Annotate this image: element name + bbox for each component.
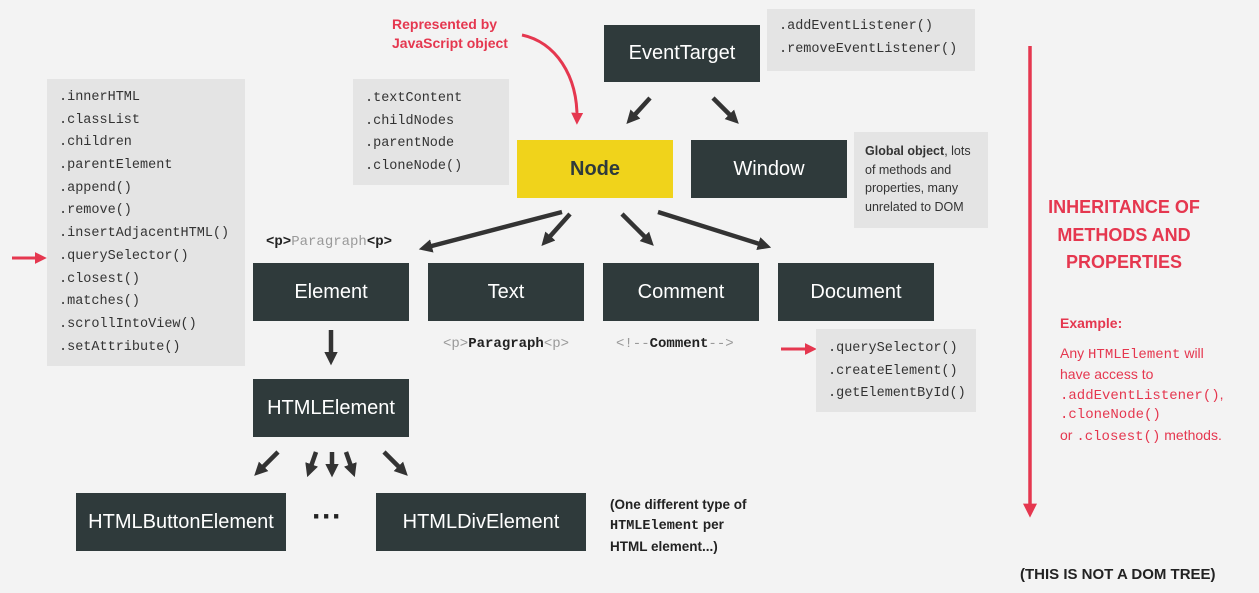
document-box: Document	[778, 263, 934, 321]
node-methods-panel: .textContent .childNodes .parentNode .cl…	[353, 79, 509, 185]
htmlelement-box: HTMLElement	[253, 379, 409, 437]
document-methods-panel: .querySelector() .createElement() .getEl…	[816, 329, 976, 412]
comment-html-example: <!--Comment-->	[616, 336, 734, 352]
element-box: Element	[253, 263, 409, 321]
represented-by-note: Represented by JavaScript object	[392, 15, 508, 53]
example-tag: <!--	[616, 336, 650, 352]
window-box: Window	[691, 140, 847, 198]
inheritance-title-line: PROPERTIES	[1065, 252, 1183, 272]
text-html-example: <p>Paragraph<p>	[443, 336, 569, 352]
represented-by-line: JavaScript object	[392, 35, 508, 51]
example-text: have access to	[1060, 366, 1154, 382]
arrow-node-document	[657, 209, 772, 251]
method-item: .matches()	[59, 294, 141, 310]
represented-by-line: Represented by	[392, 16, 498, 32]
htmlelement-note-line: per	[699, 517, 724, 532]
example-text: Paragraph	[468, 336, 544, 352]
window-note-text: of methods and	[865, 162, 952, 177]
method-item: .innerHTML	[59, 90, 141, 105]
inheritance-title-line: METHODS AND	[1057, 224, 1191, 245]
arrow-htmlelement-div	[382, 450, 408, 476]
window-note-bold: Global object	[865, 144, 945, 158]
method-item: .cloneNode()	[365, 159, 463, 175]
arrow-node-text	[541, 212, 572, 247]
arrow-node-comment	[620, 212, 654, 246]
eventtarget-box: EventTarget	[604, 25, 760, 82]
text-box: Text	[428, 263, 584, 321]
example-text: Paragraph	[291, 234, 367, 250]
method-item: .createElement()	[828, 363, 958, 379]
htmlelement-note-code: HTMLElement	[610, 519, 700, 534]
example-text: will	[1180, 344, 1204, 361]
method-item: .remove()	[59, 203, 132, 219]
example-code: .cloneNode()	[1060, 407, 1161, 423]
example-tag: <p>	[543, 336, 570, 352]
arrow-htmlelement-sub3	[343, 451, 357, 478]
arrow-htmlelement-sub1	[305, 451, 319, 478]
arrow-represented-by	[521, 33, 584, 125]
example-block: Example: Any HTMLElement will have acces…	[1060, 314, 1224, 447]
method-item: .removeEventListener()	[779, 41, 958, 57]
arrow-eventtarget-window	[711, 96, 739, 124]
method-item: .childNodes	[365, 113, 455, 129]
example-tag: <p>	[266, 234, 292, 250]
not-dom-tree-note: (THIS IS NOT A DOM TREE)	[1020, 566, 1216, 583]
example-code: .closest()	[1076, 428, 1161, 445]
node-box: Node	[517, 140, 673, 198]
method-item: .scrollIntoView()	[59, 316, 197, 332]
method-item: .querySelector()	[828, 341, 958, 356]
htmldivelement-box: HTMLDivElement	[376, 493, 586, 551]
method-item: .append()	[59, 180, 132, 196]
window-note-panel: Global object, lots of methods and prope…	[854, 132, 988, 228]
example-tag: -->	[708, 336, 734, 352]
example-text: methods.	[1160, 426, 1222, 443]
htmlbuttonelement-box: HTMLButtonElement	[76, 493, 286, 551]
method-item: .closest()	[59, 271, 141, 287]
arrow-eventtarget-node	[626, 96, 652, 124]
ellipsis: ···	[312, 500, 342, 533]
example-text: or	[1060, 426, 1077, 443]
example-text: ,	[1219, 385, 1224, 402]
example-tag: <p>	[366, 234, 393, 250]
arrow-node-element	[418, 209, 563, 253]
inheritance-title-line: INHERITANCE OF	[1048, 197, 1200, 217]
window-note-text: unrelated to DOM	[865, 199, 964, 214]
example-code: HTMLElement	[1088, 346, 1181, 363]
example-text: Any	[1060, 344, 1089, 361]
htmlelement-note: (One different type of HTMLElement per H…	[610, 495, 747, 557]
element-methods-panel: .innerHTML .classList .children .parentE…	[47, 79, 245, 366]
eventtarget-methods-panel: .addEventListener() .removeEventListener…	[767, 9, 975, 71]
example-tag: <p>	[443, 336, 469, 352]
method-item: .insertAdjacentHTML()	[59, 226, 230, 242]
method-item: .parentElement	[59, 158, 173, 174]
method-item: .textContent	[365, 91, 463, 106]
method-item: .addEventListener()	[779, 19, 933, 34]
htmlelement-note-line: (One different type of	[610, 497, 747, 512]
method-item: .children	[59, 135, 132, 151]
element-html-example: <p>Paragraph<p>	[266, 234, 392, 250]
window-note-text: properties, many	[865, 181, 959, 195]
comment-box: Comment	[603, 263, 759, 321]
method-item: .getElementById()	[828, 386, 966, 402]
example-heading: Example:	[1060, 315, 1123, 331]
window-note-text: , lots	[944, 144, 971, 158]
arrow-htmlelement-button	[254, 450, 280, 476]
method-item: .classList	[59, 112, 141, 128]
htmlelement-note-line: HTML element...)	[610, 539, 718, 554]
inheritance-title: INHERITANCE OF METHODS AND PROPERTIES	[1044, 194, 1204, 277]
method-item: .querySelector()	[59, 248, 189, 264]
example-code: .addEventListener()	[1060, 387, 1220, 404]
method-item: .setAttribute()	[59, 339, 181, 355]
method-item: .parentNode	[365, 136, 455, 152]
example-text: Comment	[649, 336, 709, 352]
